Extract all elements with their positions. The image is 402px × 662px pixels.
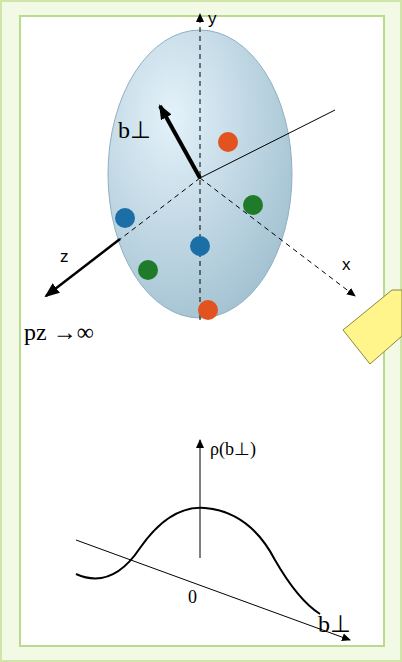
axis-label: ρ(b⊥) <box>210 440 256 458</box>
momentum-label: pz →∞ <box>24 320 94 344</box>
axis-label: z <box>60 248 69 265</box>
axis-label: x <box>342 256 351 273</box>
axis-label: b⊥ <box>318 612 351 636</box>
axis-label: y <box>208 10 217 27</box>
vector-label: b⊥ <box>118 118 151 142</box>
origin-label: 0 <box>188 588 197 606</box>
